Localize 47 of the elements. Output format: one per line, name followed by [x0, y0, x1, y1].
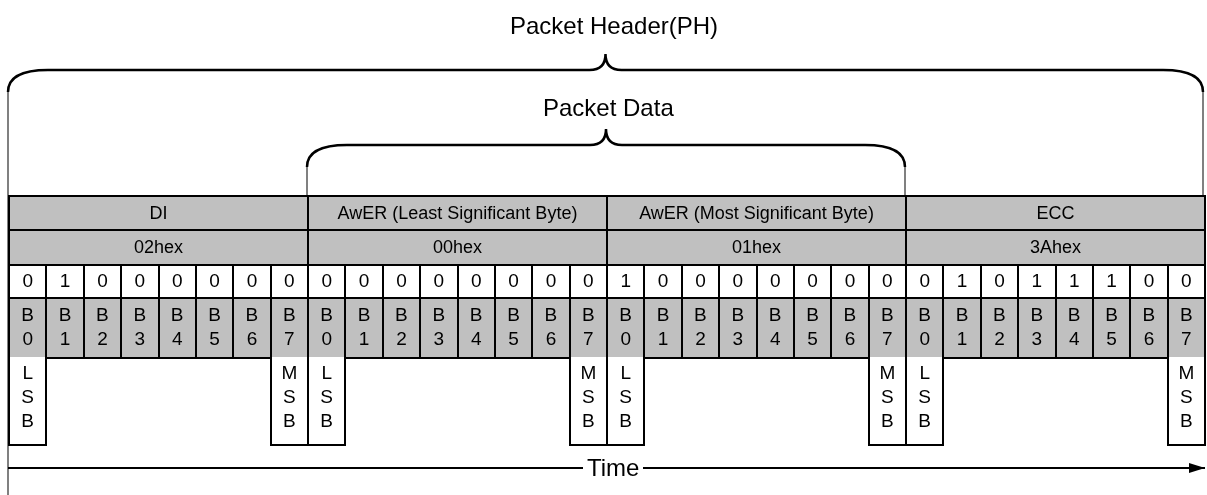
field-name-cell: ECC	[905, 195, 1206, 231]
field-name-cell: AwER (Most Significant Byte)	[606, 195, 907, 231]
bit-index-cell: B 6	[830, 297, 870, 359]
bit-order-box: L S B	[8, 357, 48, 446]
bit-order-box: L S B	[606, 357, 646, 446]
bit-order-box: M S B	[269, 357, 309, 446]
bit-index-cell: B 1	[643, 297, 683, 359]
bit-index-cell: B 4	[1054, 297, 1094, 359]
bit-index-cell: B 6	[1129, 297, 1169, 359]
hex-value-cell: 3Ahex	[905, 229, 1206, 266]
bit-order-box: M S B	[568, 357, 608, 446]
bit-index-cell: B 0	[8, 297, 48, 359]
bit-index-cell: B 2	[381, 297, 422, 359]
bit-index-cell: B 6	[232, 297, 272, 359]
hex-value-cell: 02hex	[8, 229, 309, 266]
bit-index-cell: B 1	[344, 297, 384, 359]
field-name-cell: AwER (Least Significant Byte)	[307, 195, 608, 231]
bit-order-box: L S B	[905, 357, 945, 446]
bit-index-cell: B 0	[905, 297, 945, 359]
bit-index-cell: B 5	[194, 297, 235, 359]
bit-index-cell: B 1	[942, 297, 982, 359]
bit-order-box: M S B	[867, 357, 907, 446]
bit-index-cell: B 5	[792, 297, 833, 359]
hex-value-cell: 00hex	[307, 229, 608, 266]
bit-index-cell: B 3	[419, 297, 459, 359]
brace-label: Packet Data	[543, 93, 674, 123]
bit-index-cell: B 2	[979, 297, 1020, 359]
hex-value-cell: 01hex	[606, 229, 907, 266]
bit-index-cell: B 6	[531, 297, 571, 359]
bit-order-box: L S B	[307, 357, 347, 446]
bit-index-cell: B 0	[606, 297, 646, 359]
bit-index-cell: B 5	[1091, 297, 1132, 359]
bit-index-cell: B 3	[120, 297, 160, 359]
bit-index-cell: B 7	[1166, 297, 1206, 359]
bit-index-cell: B 1	[45, 297, 85, 359]
brace-label: Packet Header(PH)	[510, 11, 719, 41]
bit-index-cell: B 5	[493, 297, 534, 359]
field-name-cell: DI	[8, 195, 309, 231]
bit-index-cell: B 4	[157, 297, 197, 359]
bit-index-cell: B 3	[1017, 297, 1057, 359]
bit-index-cell: B 0	[307, 297, 347, 359]
bit-index-cell: B 2	[680, 297, 721, 359]
bit-index-cell: B 4	[456, 297, 496, 359]
bit-index-cell: B 2	[82, 297, 123, 359]
bit-index-cell: B 3	[718, 297, 758, 359]
bit-index-cell: B 4	[755, 297, 795, 359]
bit-order-box: M S B	[1166, 357, 1206, 446]
